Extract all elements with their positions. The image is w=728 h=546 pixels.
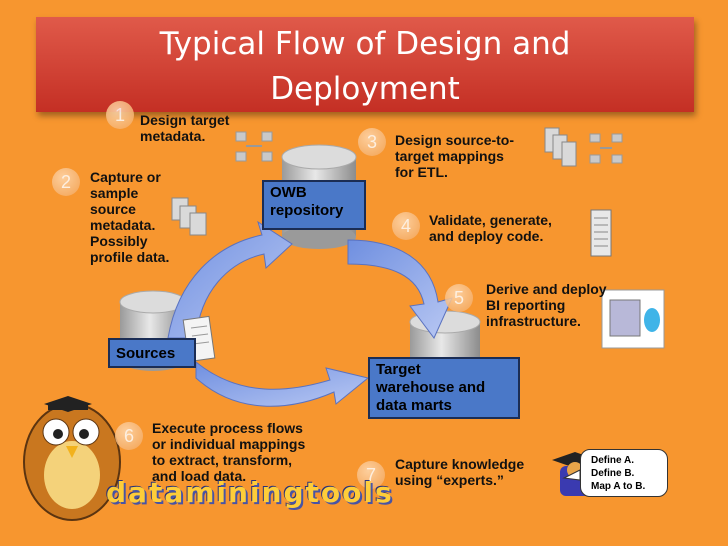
step-6-number: 6 (115, 422, 143, 450)
owl-mascot-icon (23, 396, 121, 521)
mapping-network-icon (589, 133, 623, 164)
sources-box: Sources (108, 338, 196, 368)
step-5-number: 5 (445, 284, 473, 312)
callout-line-3: Map A to B. (591, 481, 646, 492)
report-dashboard-icon (601, 289, 665, 349)
callout-line-2: Define B. (591, 468, 635, 479)
code-document-icon (590, 209, 612, 257)
document-stack-icon (171, 197, 207, 236)
callout-line-1: Define A. (591, 455, 634, 466)
title-line-1: Typical Flow of Design and (159, 26, 571, 62)
expert-callout: Define A. Define B. Map A to B. (580, 449, 668, 497)
step-5-text: Derive and deploy BI reporting infrastru… (486, 281, 607, 329)
mapping-documents-icon (544, 127, 577, 167)
step-1-number: 1 (106, 101, 134, 129)
step-4-number: 4 (392, 212, 420, 240)
network-diagram-icon (235, 131, 273, 162)
arrow-sources-to-target (195, 360, 370, 407)
page-title: Typical Flow of Design and Deployment (36, 22, 694, 112)
step-2-number: 2 (52, 168, 80, 196)
step-2-text: Capture or sample source metadata. Possi… (90, 169, 170, 265)
title-banner (36, 17, 694, 112)
arrow-sources-to-owb (167, 220, 293, 339)
step-3-text: Design source-to- target mappings for ET… (395, 132, 515, 180)
step-3-number: 3 (358, 128, 386, 156)
step-7-text: Capture knowledge using “experts.” (395, 456, 525, 488)
arrow-owb-to-target (347, 239, 453, 339)
step-6-text: Execute process flows or individual mapp… (152, 420, 306, 484)
owb-repository-box: OWB repository (262, 180, 366, 230)
step-7-number: 7 (357, 461, 385, 489)
watermark-logo: dataminingtools (106, 476, 394, 509)
title-line-2: Deployment (270, 71, 460, 107)
target-warehouse-box: Target warehouse and data marts (368, 357, 520, 419)
step-4-text: Validate, generate, and deploy code. (429, 212, 552, 244)
step-1-text: Design target metadata. (140, 112, 230, 144)
